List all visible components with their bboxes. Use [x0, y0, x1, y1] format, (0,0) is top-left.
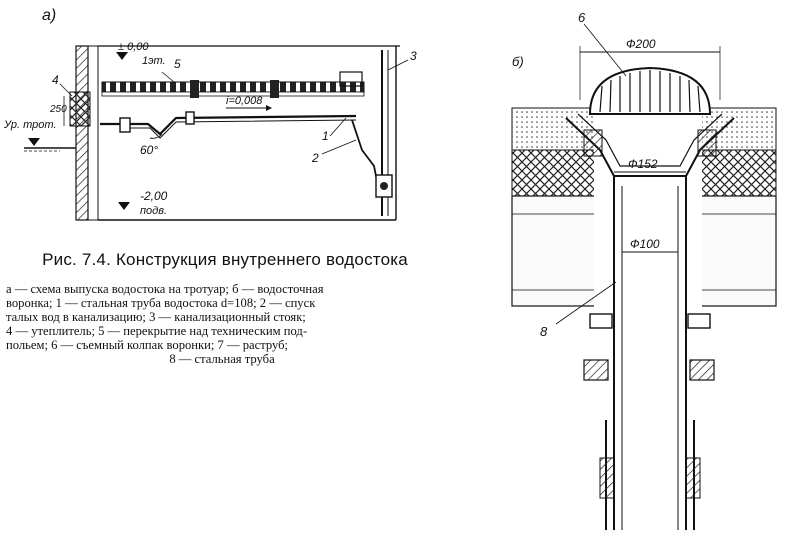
callout-5: 5 [174, 57, 181, 71]
level-top-marker [116, 52, 128, 60]
caption-line: 8 — стальная труба [169, 352, 275, 366]
callout-8: 8 [540, 324, 548, 339]
cap-ribs [599, 70, 701, 113]
caption-line: а — схема выпуска водостока на тротуар; … [6, 282, 324, 296]
sidewalk-level-text: Ур. трот. [3, 119, 57, 131]
caption-line: воронка; 1 — стальная труба водостока d=… [6, 296, 316, 310]
dia-pipe-text: Ф100 [630, 237, 660, 251]
clamp-right [697, 129, 717, 157]
figure-caption-title: Рис. 7.4. Конструкция внутреннего водост… [42, 250, 408, 269]
panel-b-drawing: б) [511, 10, 777, 530]
slab-bracket [339, 71, 363, 87]
slope-text: i=0,008 [226, 95, 263, 107]
slab-underside [101, 91, 365, 97]
pipe-flange-2 [185, 111, 195, 125]
leader-6 [583, 23, 627, 77]
drain-pipe-item-1 [128, 114, 357, 136]
figure-caption-legend: а — схема выпуска водостока на тротуар; … [6, 282, 438, 366]
dia-cap-text: Ф200 [626, 37, 656, 51]
basement-label: подв. [140, 205, 167, 217]
leader-3 [387, 59, 409, 71]
left-inner-wall [87, 45, 99, 221]
caption-line: польем; 6 — съемный колпак воронки; 7 — … [6, 338, 289, 352]
slab-support-2 [270, 80, 279, 98]
bracket-right [687, 313, 711, 329]
leader-5 [161, 71, 175, 83]
stack-fitting-core [380, 182, 388, 190]
insulation-item-4 [69, 91, 91, 127]
callout-4: 4 [52, 73, 59, 87]
angle-text: 60° [140, 143, 158, 157]
leader-1 [329, 117, 347, 137]
level-bottom-text: -2,00 [140, 189, 168, 203]
steel-pipe-inner [621, 186, 679, 530]
floor-label: 1эт. [142, 55, 166, 67]
leader-8 [555, 281, 617, 325]
level-top-text: ± 0,00 [118, 41, 149, 53]
caption-line: талых вод в канализацию; 3 — канализацио… [6, 310, 306, 324]
clamp-left [583, 129, 603, 157]
sidewalk-level-marker [28, 138, 40, 146]
leader-4 [59, 83, 73, 97]
callout-1: 1 [322, 129, 329, 143]
leader-2 [321, 139, 357, 155]
slope-arrow-head [266, 105, 272, 111]
pipe-flange-1 [119, 117, 131, 133]
clamp-bolt-right [689, 359, 715, 381]
slab-support-1 [190, 80, 199, 98]
drain-pipe-inner [128, 119, 357, 139]
panel-a-label: а) [42, 7, 56, 24]
dia-funnel-text: Ф152 [628, 157, 658, 171]
caption-line: 4 — утеплитель; 5 — перекрытие над техни… [6, 324, 308, 338]
left-outer-wall [75, 45, 89, 221]
clamp-bolt-left [583, 359, 609, 381]
bracket-left [589, 313, 613, 329]
callout-6: 6 [578, 10, 586, 25]
roof-opening [594, 104, 702, 310]
dim-250-text: 250 [49, 104, 67, 115]
socket [605, 420, 695, 530]
socket-seal-right [685, 457, 701, 499]
panel-b-label: б) [512, 54, 524, 69]
panel-a-drawing: а) [3, 7, 417, 221]
callout-2: 2 [311, 151, 319, 165]
callout-3: 3 [410, 49, 417, 63]
angle-arc [149, 133, 163, 139]
socket-seal-left [599, 457, 615, 499]
level-bottom-marker [118, 202, 130, 210]
floor-slab-item-5 [101, 81, 365, 93]
